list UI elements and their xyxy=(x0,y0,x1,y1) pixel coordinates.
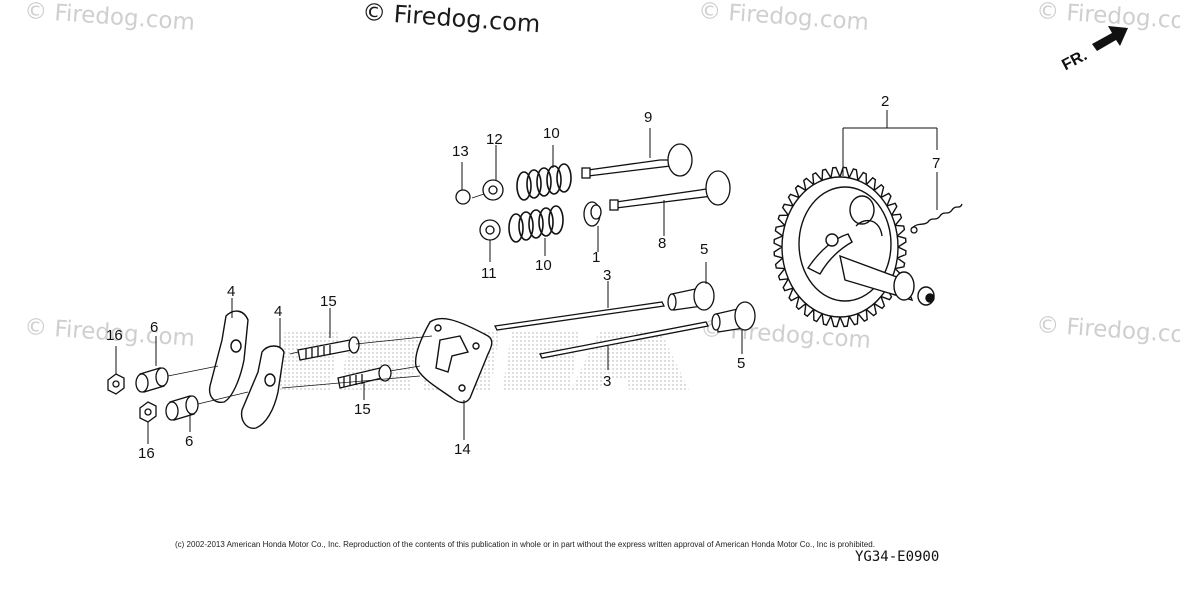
callout-5-upper: 5 xyxy=(700,241,709,258)
callout-6-lower: 6 xyxy=(185,433,194,450)
pivot-adjusting-nut-upper xyxy=(107,373,125,395)
callout-11: 11 xyxy=(481,265,497,282)
callout-3-upper: 3 xyxy=(603,267,612,284)
assembly-guide-lines xyxy=(167,193,485,405)
callout-16-lower: 16 xyxy=(138,445,155,462)
exhaust-valve xyxy=(581,143,693,179)
callout-3-lower: 3 xyxy=(603,373,612,390)
camshaft-gear xyxy=(773,166,935,328)
front-direction-arrow xyxy=(1092,26,1128,51)
valve-spring-lower xyxy=(508,205,564,243)
callout-2: 2 xyxy=(881,93,890,110)
callout-6-upper: 6 xyxy=(150,319,159,336)
rocker-arm-stud-upper xyxy=(297,336,360,361)
callout-10-lower: 10 xyxy=(535,257,552,274)
valve-stem-seal xyxy=(583,201,602,227)
rocker-arm-stud-lower xyxy=(337,364,392,389)
push-rod-lower xyxy=(539,321,709,359)
pivot-adjusting-nut-lower xyxy=(139,401,157,423)
callout-1: 1 xyxy=(592,249,601,266)
copyright-notice: (c) 2002-2013 American Honda Motor Co., … xyxy=(175,540,875,549)
callout-4-right: 4 xyxy=(274,303,283,320)
callout-12: 12 xyxy=(486,131,503,148)
rocker-arm-pivot-lower xyxy=(165,395,199,421)
push-rod-guide-plate xyxy=(414,317,493,404)
callout-13: 13 xyxy=(452,143,469,160)
tappet-lower xyxy=(711,301,756,333)
callout-4-left: 4 xyxy=(227,283,236,300)
valve-retainer-upper xyxy=(482,179,504,201)
callout-8: 8 xyxy=(658,235,667,252)
valve-spring-upper xyxy=(516,163,572,201)
callout-5-lower: 5 xyxy=(737,355,746,372)
valve-retainer-lower xyxy=(479,219,501,241)
callout-16-upper: 16 xyxy=(106,327,123,344)
callout-15-lower: 15 xyxy=(354,401,371,418)
callout-15-upper: 15 xyxy=(320,293,337,310)
rocker-arm-right xyxy=(240,345,285,429)
valve-cap xyxy=(455,189,471,205)
tappet-upper xyxy=(667,281,715,311)
callout-10-upper: 10 xyxy=(543,125,560,142)
intake-valve xyxy=(609,170,731,211)
rocker-arm-left xyxy=(208,310,249,403)
callout-7: 7 xyxy=(932,155,941,172)
push-rod-upper xyxy=(494,301,665,331)
callout-14: 14 xyxy=(454,441,471,458)
diagram-code: YG34-E0900 xyxy=(855,549,940,565)
rocker-arm-pivot-upper xyxy=(135,367,169,393)
callout-leaders xyxy=(115,110,938,444)
governor-spring xyxy=(910,203,963,234)
callout-9: 9 xyxy=(644,109,653,126)
